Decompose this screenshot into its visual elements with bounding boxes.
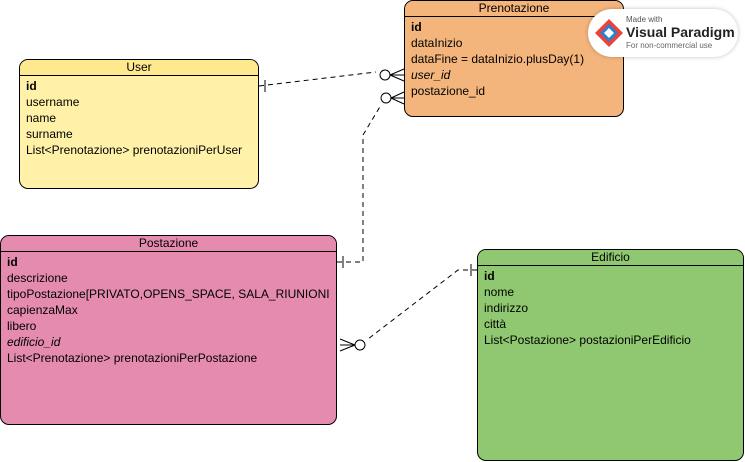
field-indirizzo: indirizzo [484, 301, 529, 315]
field-descrizione: descrizione [7, 271, 68, 285]
entity-postazione[interactable]: Postazione id descrizione tipoPostazione… [0, 235, 337, 425]
field-edificio-id: edificio_id [7, 335, 61, 349]
field-name: name [26, 111, 57, 125]
field-citta: città [484, 317, 507, 331]
entity-prenotazione[interactable]: Prenotazione id dataInizio dataFine = da… [404, 0, 624, 117]
entity-title: Postazione [1, 236, 336, 252]
field-prenotazioni-per-user: List<Prenotazione> prenotazioniPerUser [26, 143, 243, 157]
field-id: id [411, 20, 422, 34]
entity-title: User [20, 60, 258, 76]
field-id: id [7, 255, 18, 269]
entity-title: Prenotazione [405, 1, 623, 17]
entity-title: Edificio [478, 250, 743, 266]
visual-paradigm-watermark[interactable]: Made with Visual Paradigm For non-commer… [588, 9, 738, 57]
field-user-id: user_id [411, 68, 451, 82]
relationship-postazione-prenotazione [337, 91, 405, 268]
field-id: id [484, 269, 495, 283]
visual-paradigm-logo-icon [595, 19, 623, 47]
field-postazione-id: postazione_id [411, 84, 486, 98]
entity-edificio[interactable]: Edificio id nome indirizzo città List<Po… [477, 249, 744, 461]
relationship-user-prenotazione [258, 68, 405, 92]
field-capienza-max: capienzaMax [7, 303, 78, 317]
entity-user[interactable]: User id username name surname List<Preno… [19, 59, 259, 189]
field-prenotazioni-per-postazione: List<Prenotazione> prenotazioniPerPostaz… [7, 351, 258, 365]
field-username: username [26, 95, 80, 109]
made-with-text: Made with [626, 15, 663, 24]
field-tipo-postazione: tipoPostazione[PRIVATO,OPENS_SPACE, SALA… [7, 287, 330, 301]
field-postazioni-per-edificio: List<Postazione> postazioniPerEdificio [484, 333, 691, 347]
field-data-inizio: dataInizio [411, 36, 463, 50]
relationship-edificio-postazione [339, 264, 477, 352]
license-note: For non-commercial use [626, 41, 713, 50]
field-nome: nome [484, 285, 515, 299]
field-libero: libero [7, 319, 37, 333]
brand-text: Visual Paradigm [626, 24, 735, 40]
field-id: id [26, 79, 37, 93]
field-data-fine: dataFine = dataInizio.plusDay(1) [411, 52, 585, 66]
field-surname: surname [26, 127, 73, 141]
